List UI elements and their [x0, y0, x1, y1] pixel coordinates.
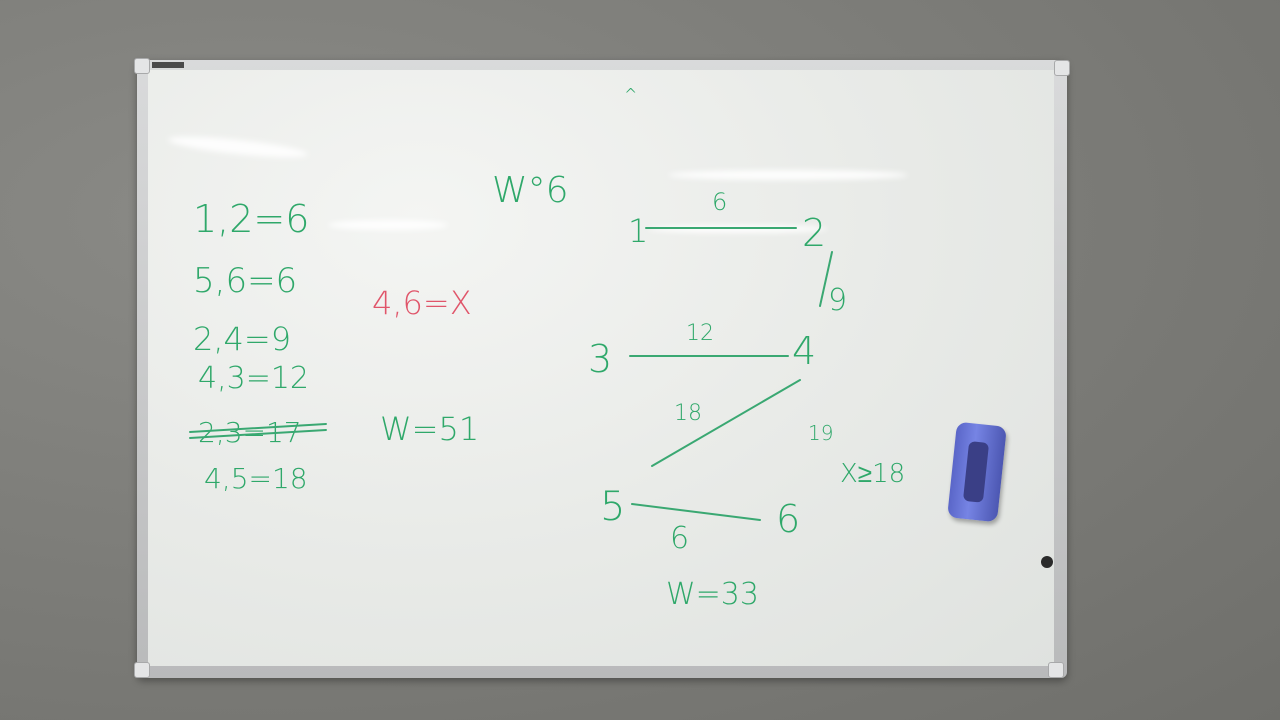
board-writing: ^ 1,2=6 5,6=6 2,4=9 4,3=12 2,3=17 4,5=18…: [189, 85, 905, 612]
node-6: 6: [776, 497, 800, 541]
node-5: 5: [600, 484, 625, 530]
list-item: 4,5=18: [204, 462, 308, 495]
node-4: 4: [792, 329, 816, 373]
list-item: 2,4=9: [193, 320, 291, 358]
edge-weight-2-4: 9: [828, 283, 847, 318]
whiteboard-eraser: [947, 421, 1007, 523]
edge-4-5: [651, 379, 801, 467]
whiteboard-frame: ^ 1,2=6 5,6=6 2,4=9 4,3=12 2,3=17 4,5=18…: [137, 60, 1067, 678]
frame-corner: [134, 58, 150, 74]
edge-weight-list: 1,2=6 5,6=6 2,4=9 4,3=12 2,3=17 4,5=18: [189, 197, 327, 495]
node-3: 3: [588, 337, 612, 381]
eraser-grip: [962, 441, 990, 503]
frame-corner: [1054, 60, 1070, 76]
red-note: 4,6=X: [372, 284, 472, 322]
list-item: 4,3=12: [198, 361, 309, 396]
light-glare: [668, 170, 908, 180]
graph: 1 2 3 4 5 6 6 9 12 18 19 6 W=33 X≥18: [588, 188, 905, 612]
edge-5-6: [631, 503, 761, 521]
edge-weight-1-2: 6: [712, 188, 727, 216]
brand-sticker: [152, 62, 184, 68]
weight-top: W°6: [492, 170, 569, 211]
magnet: [1041, 556, 1053, 568]
edge-weight-3-4: 12: [686, 321, 714, 346]
edge-weight-5-6: 6: [670, 521, 689, 556]
weight-total-left: W=51: [380, 410, 479, 448]
edge-weight-4-6: 19: [808, 421, 833, 445]
constraint-note: X≥18: [840, 459, 905, 489]
strike-line: [189, 429, 327, 439]
strike-line: [189, 423, 327, 433]
light-glare: [328, 220, 448, 230]
top-mark: ^: [624, 85, 637, 104]
edge-weight-4-5: 18: [674, 401, 702, 426]
frame-corner: [1048, 662, 1064, 678]
list-item: 1,2=6: [193, 197, 309, 241]
node-2: 2: [802, 211, 826, 255]
frame-corner: [134, 662, 150, 678]
node-1: 1: [628, 212, 648, 250]
edge-2-4: [819, 251, 833, 307]
whiteboard-surface: ^ 1,2=6 5,6=6 2,4=9 4,3=12 2,3=17 4,5=18…: [148, 70, 1054, 666]
weight-total-graph: W=33: [666, 577, 759, 612]
list-item: 5,6=6: [193, 261, 297, 301]
